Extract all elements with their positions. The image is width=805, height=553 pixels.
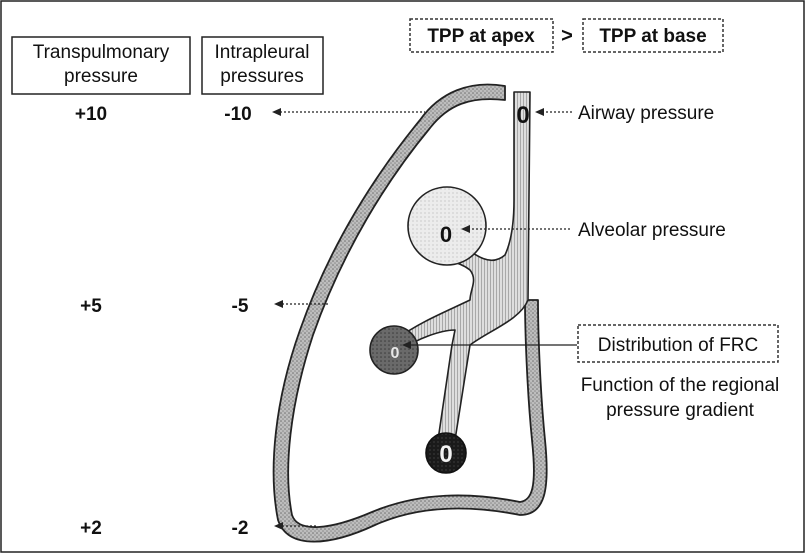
intrapleural-base-value: -2 xyxy=(232,518,249,539)
intrapleural-header-line1: Intrapleural xyxy=(214,42,309,63)
airway-pressure-value: 0 xyxy=(516,102,529,129)
function-label-line1: Function of the regional xyxy=(581,375,780,396)
alveolar-pressure-value: 0 xyxy=(440,222,452,247)
transpulmonary-header-box xyxy=(11,36,191,95)
intrapleural-header-line2: pressures xyxy=(220,66,303,87)
tpp-apex-box xyxy=(409,18,554,53)
transpulmonary-header-line1: Transpulmonary xyxy=(33,42,170,63)
lung-pleura xyxy=(272,83,548,543)
label-arrowheads xyxy=(402,108,544,349)
intrapleural-leaders xyxy=(280,111,425,527)
transpulmonary-apex-value: +10 xyxy=(75,104,107,125)
intrapleural-apex-value: -10 xyxy=(224,104,251,125)
transpulmonary-base-value: +2 xyxy=(80,518,102,539)
tpp-base-label: TPP at base xyxy=(599,26,706,47)
label-leaders xyxy=(408,111,577,346)
transpulmonary-mid-value: +5 xyxy=(80,296,102,317)
function-label-line2: pressure gradient xyxy=(606,400,755,421)
distribution-frc-label: Distribution of FRC xyxy=(598,335,759,356)
tpp-apex-label: TPP at apex xyxy=(427,26,535,47)
base-alveolus-value: 0 xyxy=(439,441,452,468)
tpp-base-box xyxy=(582,18,724,53)
leader-arrowheads xyxy=(272,108,283,530)
tpp-compare-symbol: > xyxy=(561,25,573,47)
alveolar-pressure-label: Alveolar pressure xyxy=(578,220,726,241)
airway-tube xyxy=(397,91,531,441)
distribution-frc-box xyxy=(577,324,779,363)
intrapleural-mid-value: -5 xyxy=(232,296,249,317)
transpulmonary-header-line2: pressure xyxy=(64,66,138,87)
mid-alveolus-value: 0 xyxy=(391,345,400,362)
intrapleural-header-box xyxy=(201,36,324,95)
alveolus-base xyxy=(425,432,467,474)
alveolus-middle xyxy=(369,325,419,375)
airway-pressure-label: Airway pressure xyxy=(578,103,714,124)
alveolus-upper xyxy=(407,186,487,266)
